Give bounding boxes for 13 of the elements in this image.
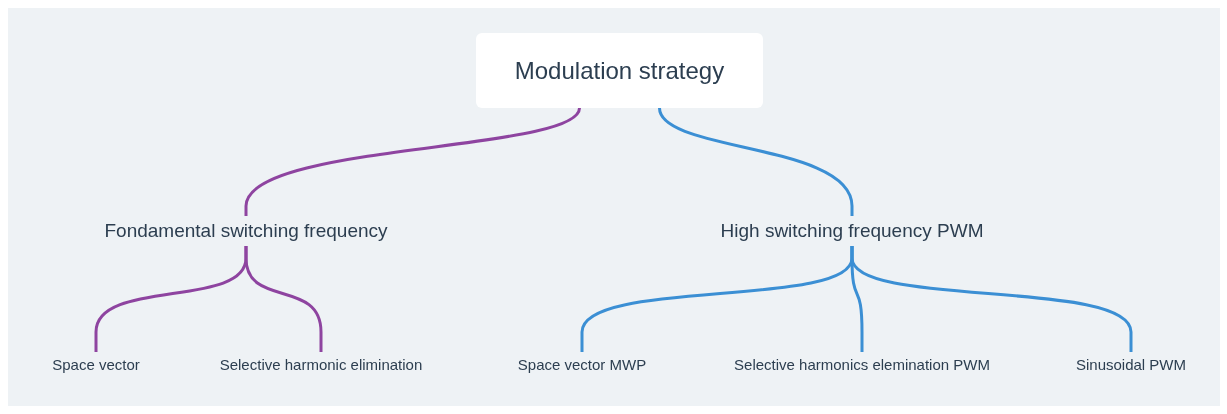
branch-topic-label: High switching frequency PWM [672,220,1032,246]
connector-line [658,107,854,216]
subtopic-label: Space vector MWP [497,356,667,378]
subtopic-label: Space vector [36,356,156,378]
root-topic-box [476,33,763,108]
connector-line [850,246,1133,352]
subtopic-label: Sinusoidal PWM [1056,356,1206,378]
subtopic-label: Selective harmonics elemination PWM [697,356,1027,378]
connector-line [244,107,581,216]
topic-text: Modulation strategy [514,56,725,85]
branch-topic-label: Fondamental switching frequency [66,220,426,246]
connector-line [244,246,323,352]
subtopic-label: Selective harmonic elimination [186,356,456,378]
